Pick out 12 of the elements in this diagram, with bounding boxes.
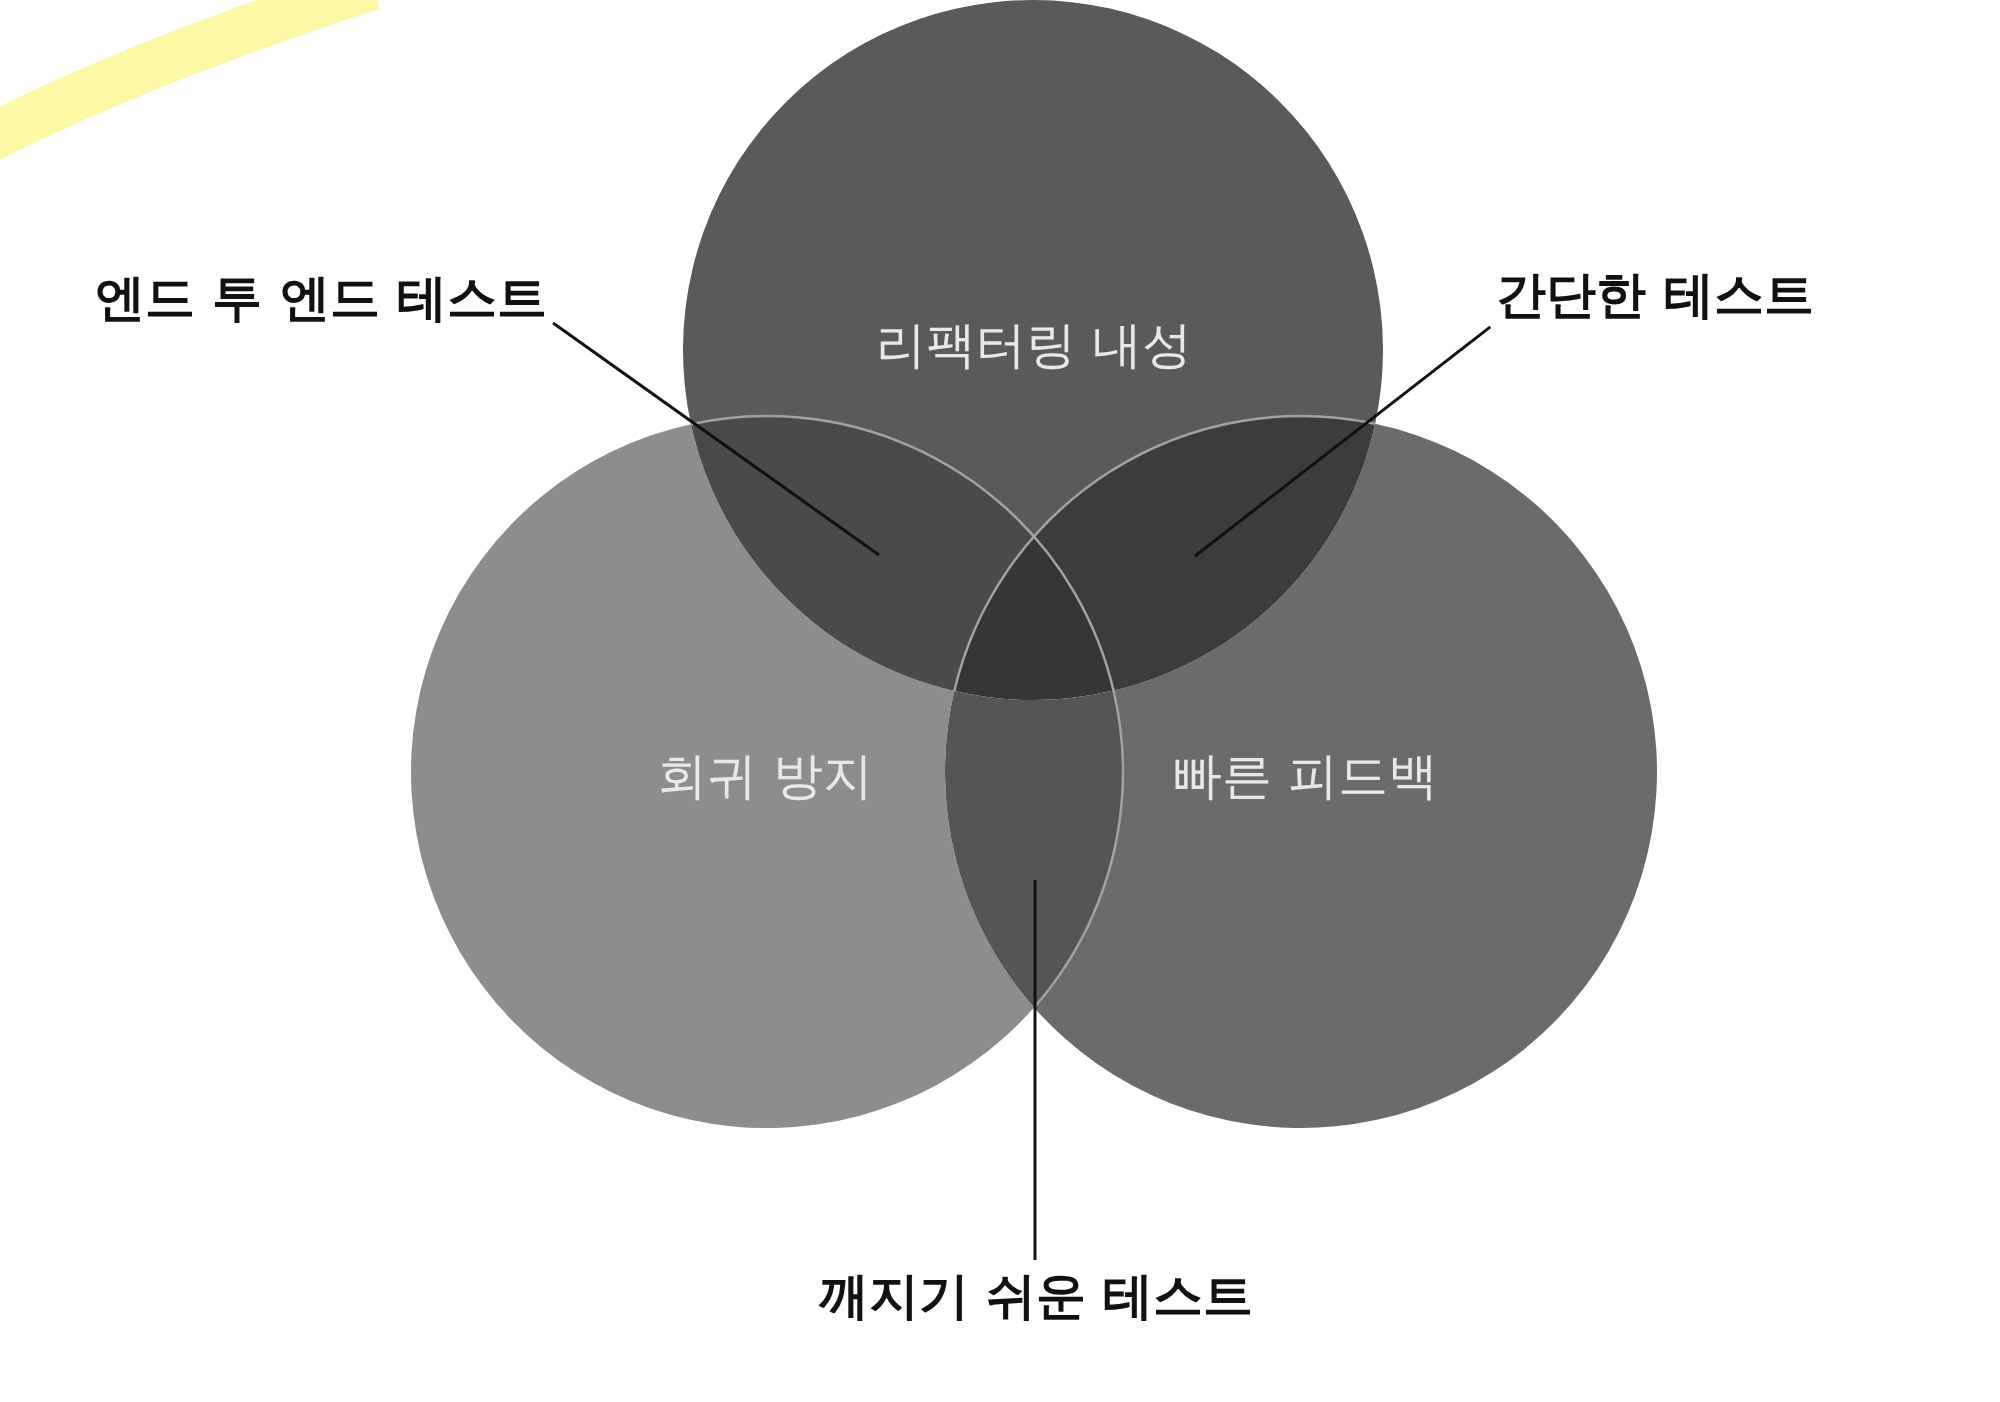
overlap-region — [954, 536, 1114, 700]
circle-label: 빠른 피드백 — [1172, 746, 1438, 806]
leader-line — [1194, 325, 1492, 558]
callout-label: 엔드 투 엔드 테스트 — [88, 262, 554, 334]
overlap-region — [945, 690, 1123, 1008]
callout-label: 간단한 테스트 — [1490, 259, 1820, 331]
circle-label: 회귀 방지 — [657, 746, 873, 806]
overlap-region — [1034, 416, 1376, 691]
overlap-region — [690, 416, 1034, 692]
leader-line — [1033, 880, 1037, 1260]
callout-label: 깨지기 쉬운 테스트 — [812, 1260, 1260, 1332]
circle-label: 리팩터링 내성 — [876, 315, 1192, 375]
